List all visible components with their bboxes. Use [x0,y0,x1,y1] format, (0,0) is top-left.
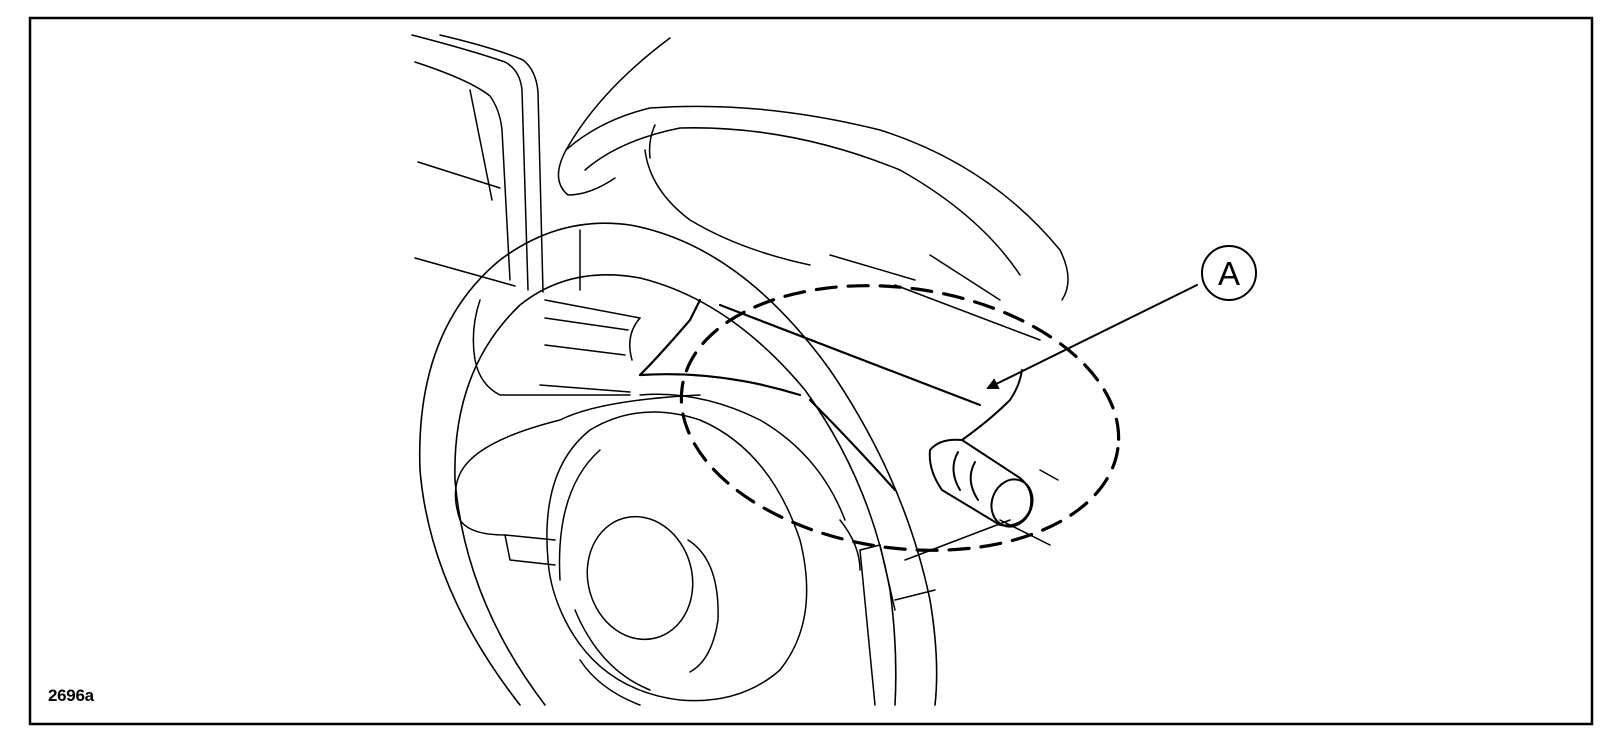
combination-switch-outline [638,298,982,492]
steering-wheel-center-pad [546,411,808,706]
steering-column-shroud [859,469,1059,706]
callout-a-leader [986,284,1198,389]
figure-id-label: 2696a [48,686,94,705]
dashboard-pillar-lines [411,34,581,293]
switch-stalk [928,369,1034,528]
steering-wheel-rim [418,222,938,706]
highlight-dashed-ellipse [679,284,1121,552]
steering-wheel-hub [454,299,861,571]
instrument-cluster-hood [557,37,1069,341]
callout-a-letter: A [1218,255,1240,292]
figure-frame [28,16,1594,726]
callout-a: A [1201,245,1257,301]
